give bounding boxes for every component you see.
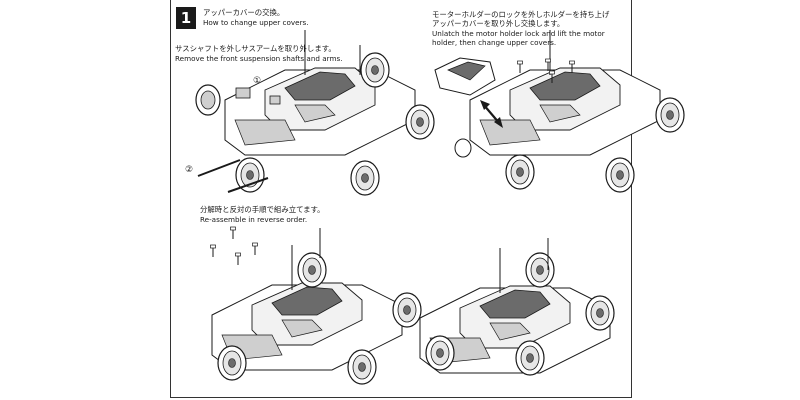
step-title-en: How to change upper covers. <box>203 18 309 27</box>
step-number-badge: 1 <box>176 7 196 29</box>
left-top-caption-jp: サスシャフトを外しサスアームを取り外します。 <box>175 44 336 53</box>
marker-2: ② <box>185 165 194 175</box>
marker-1: ① <box>253 76 262 86</box>
step-title-jp: アッパーカバーの交換。 <box>203 8 285 17</box>
bottom-caption-en: Re-assemble in reverse order. <box>200 215 308 224</box>
right-top-caption-en-1: Unlatch the motor holder lock and lift t… <box>432 29 605 38</box>
illustration-reassembly <box>211 244 422 385</box>
illustration-motor-holder <box>469 29 685 193</box>
instruction-frame <box>170 0 632 398</box>
bottom-caption-jp: 分解時と反対の手順で組み立てます。 <box>200 205 325 214</box>
right-top-caption-jp-1: モーターホルダーのロックを外しホルダーを持ち上げ <box>432 10 610 19</box>
illustration-front-suspension <box>224 29 435 196</box>
right-top-caption-en-2: holder, then change upper covers. <box>432 38 557 47</box>
right-top-caption-jp-2: アッパーカバーを取り外し交換します。 <box>432 19 565 28</box>
left-top-caption-en: Remove the front suspension shafts and a… <box>175 54 343 63</box>
illustration-completed <box>419 247 615 376</box>
